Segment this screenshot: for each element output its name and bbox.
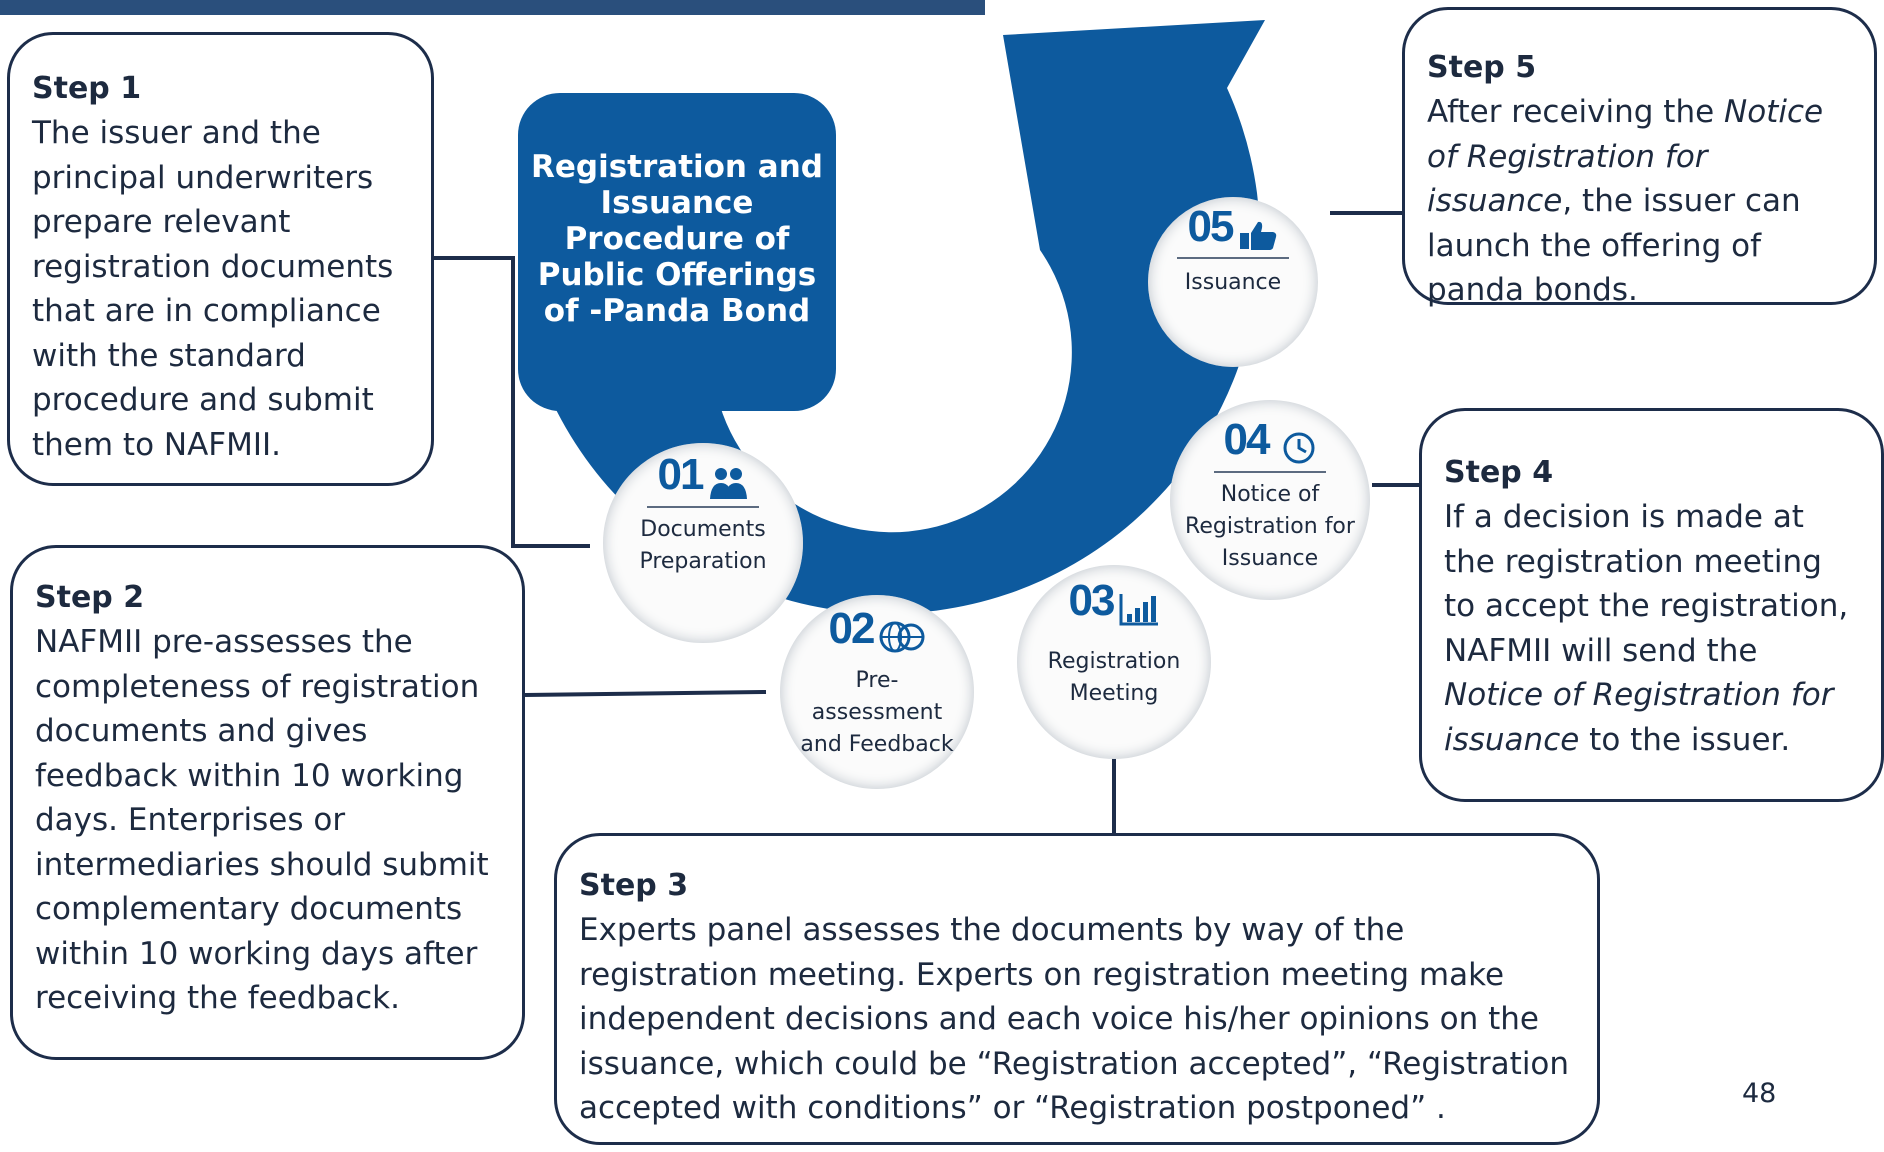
- stage-number: 03: [1068, 576, 1116, 625]
- stage-divider: [647, 505, 759, 508]
- stage-divider: [1214, 470, 1326, 473]
- step2-box: Step 2 NAFMII pre-assesses the completen…: [10, 545, 525, 1060]
- step5-heading: Step 5: [1427, 50, 1537, 85]
- globe-icon: [879, 621, 925, 657]
- thumbs-up-icon: [1238, 219, 1278, 255]
- stage-number: 01: [657, 450, 705, 499]
- step4-text-after: to the issuer.: [1579, 721, 1791, 758]
- stage-label: Issuance: [1184, 269, 1282, 295]
- step2-heading: Step 2: [35, 580, 145, 615]
- connector-step1: [434, 256, 590, 548]
- diagram-title: Registration and Issuance Procedure of P…: [518, 93, 836, 411]
- stage-number: 02: [828, 604, 876, 653]
- bar-chart-icon: [1119, 592, 1159, 630]
- stage-label: Pre-assessment and Feedback: [800, 667, 954, 757]
- stage-label: Notice of Registration for Issuance: [1185, 481, 1355, 571]
- step4-text-italic: Notice of Registration for issuance: [1444, 677, 1834, 758]
- step4-box: Step 4 If a decision is made at the regi…: [1419, 408, 1884, 802]
- step2-text: NAFMII pre-assesses the completeness of …: [35, 624, 489, 1016]
- top-header-bar: [0, 0, 985, 15]
- stage-01-circle: 01 Documents Preparation: [603, 443, 803, 643]
- step3-text: Experts panel assesses the documents by …: [579, 912, 1570, 1126]
- people-icon: [708, 466, 748, 504]
- stage-number: 05: [1187, 202, 1235, 251]
- stage-label: Registration Meeting: [1047, 648, 1181, 706]
- clock-icon: [1282, 431, 1316, 469]
- step5-text-italic: Notice of Registration for issuance: [1427, 94, 1824, 219]
- stage-label: Documents Preparation: [639, 516, 767, 574]
- step3-heading: Step 3: [579, 868, 689, 903]
- step3-box: Step 3 Experts panel assesses the docume…: [554, 833, 1600, 1145]
- step1-heading: Step 1: [32, 71, 142, 106]
- stage-04-circle: 04 Notice of Registration for Issuance: [1170, 400, 1370, 600]
- step5-text-after: , the issuer can launch the offering of …: [1427, 183, 1801, 308]
- connector-step2: [524, 690, 767, 697]
- step5-text-before: After receiving the: [1427, 94, 1725, 130]
- step4-text-before: If a decision is made at the registratio…: [1444, 499, 1849, 669]
- step1-box: Step 1 The issuer and the principal unde…: [7, 32, 434, 486]
- step4-heading: Step 4: [1444, 455, 1554, 490]
- stage-number: 04: [1223, 415, 1271, 464]
- step5-box: Step 5 After receiving the Notice of Reg…: [1402, 7, 1877, 308]
- stage-divider: [1177, 256, 1289, 259]
- stage-03-circle: 03 Registration Meeting: [1017, 565, 1211, 759]
- stage-05-circle: 05 Issuance: [1148, 197, 1318, 367]
- step1-text: The issuer and the principal underwriter…: [32, 115, 394, 463]
- stage-02-circle: 02 Pre-assessment and Feedback: [780, 595, 974, 789]
- page-number: 48: [1742, 1078, 1777, 1109]
